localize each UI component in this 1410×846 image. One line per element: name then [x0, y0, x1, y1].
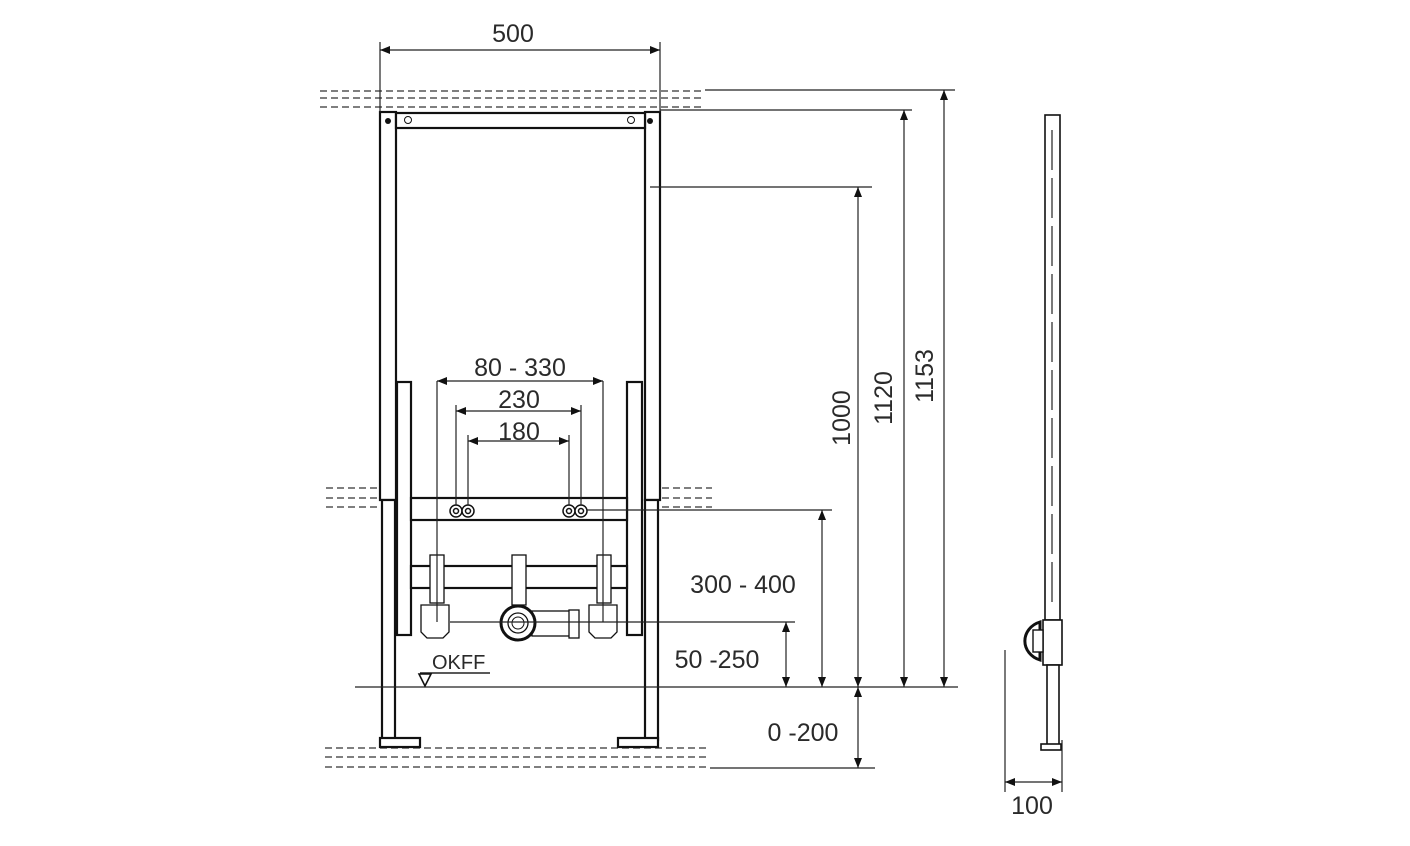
dim-foot-adjustment: 0 -200: [768, 719, 839, 747]
dim-height-1120: 1120: [870, 371, 898, 425]
dim-spacing-outer: 230: [498, 386, 540, 414]
water-connections: [449, 504, 588, 518]
dim-connection-height: 300 - 400: [690, 571, 796, 599]
dim-spacing-inner: 180: [498, 418, 540, 446]
okff-label: OKFF: [432, 652, 485, 674]
dim-frame-width: 500: [492, 20, 534, 48]
dim-height-1000: 1000: [828, 390, 856, 446]
dim-drain-height: 50 -250: [675, 646, 760, 674]
frame: [378, 110, 662, 749]
middle-wall-band: [326, 487, 712, 508]
level-marker-icon: [417, 673, 433, 688]
ceiling-wall-band: [320, 90, 705, 108]
floor-band: [325, 747, 710, 768]
dim-connection-range: 80 - 330: [474, 354, 566, 382]
side-view: [1023, 114, 1063, 751]
dim-depth: 100: [1011, 792, 1053, 820]
dim-height-1153: 1153: [911, 349, 939, 403]
